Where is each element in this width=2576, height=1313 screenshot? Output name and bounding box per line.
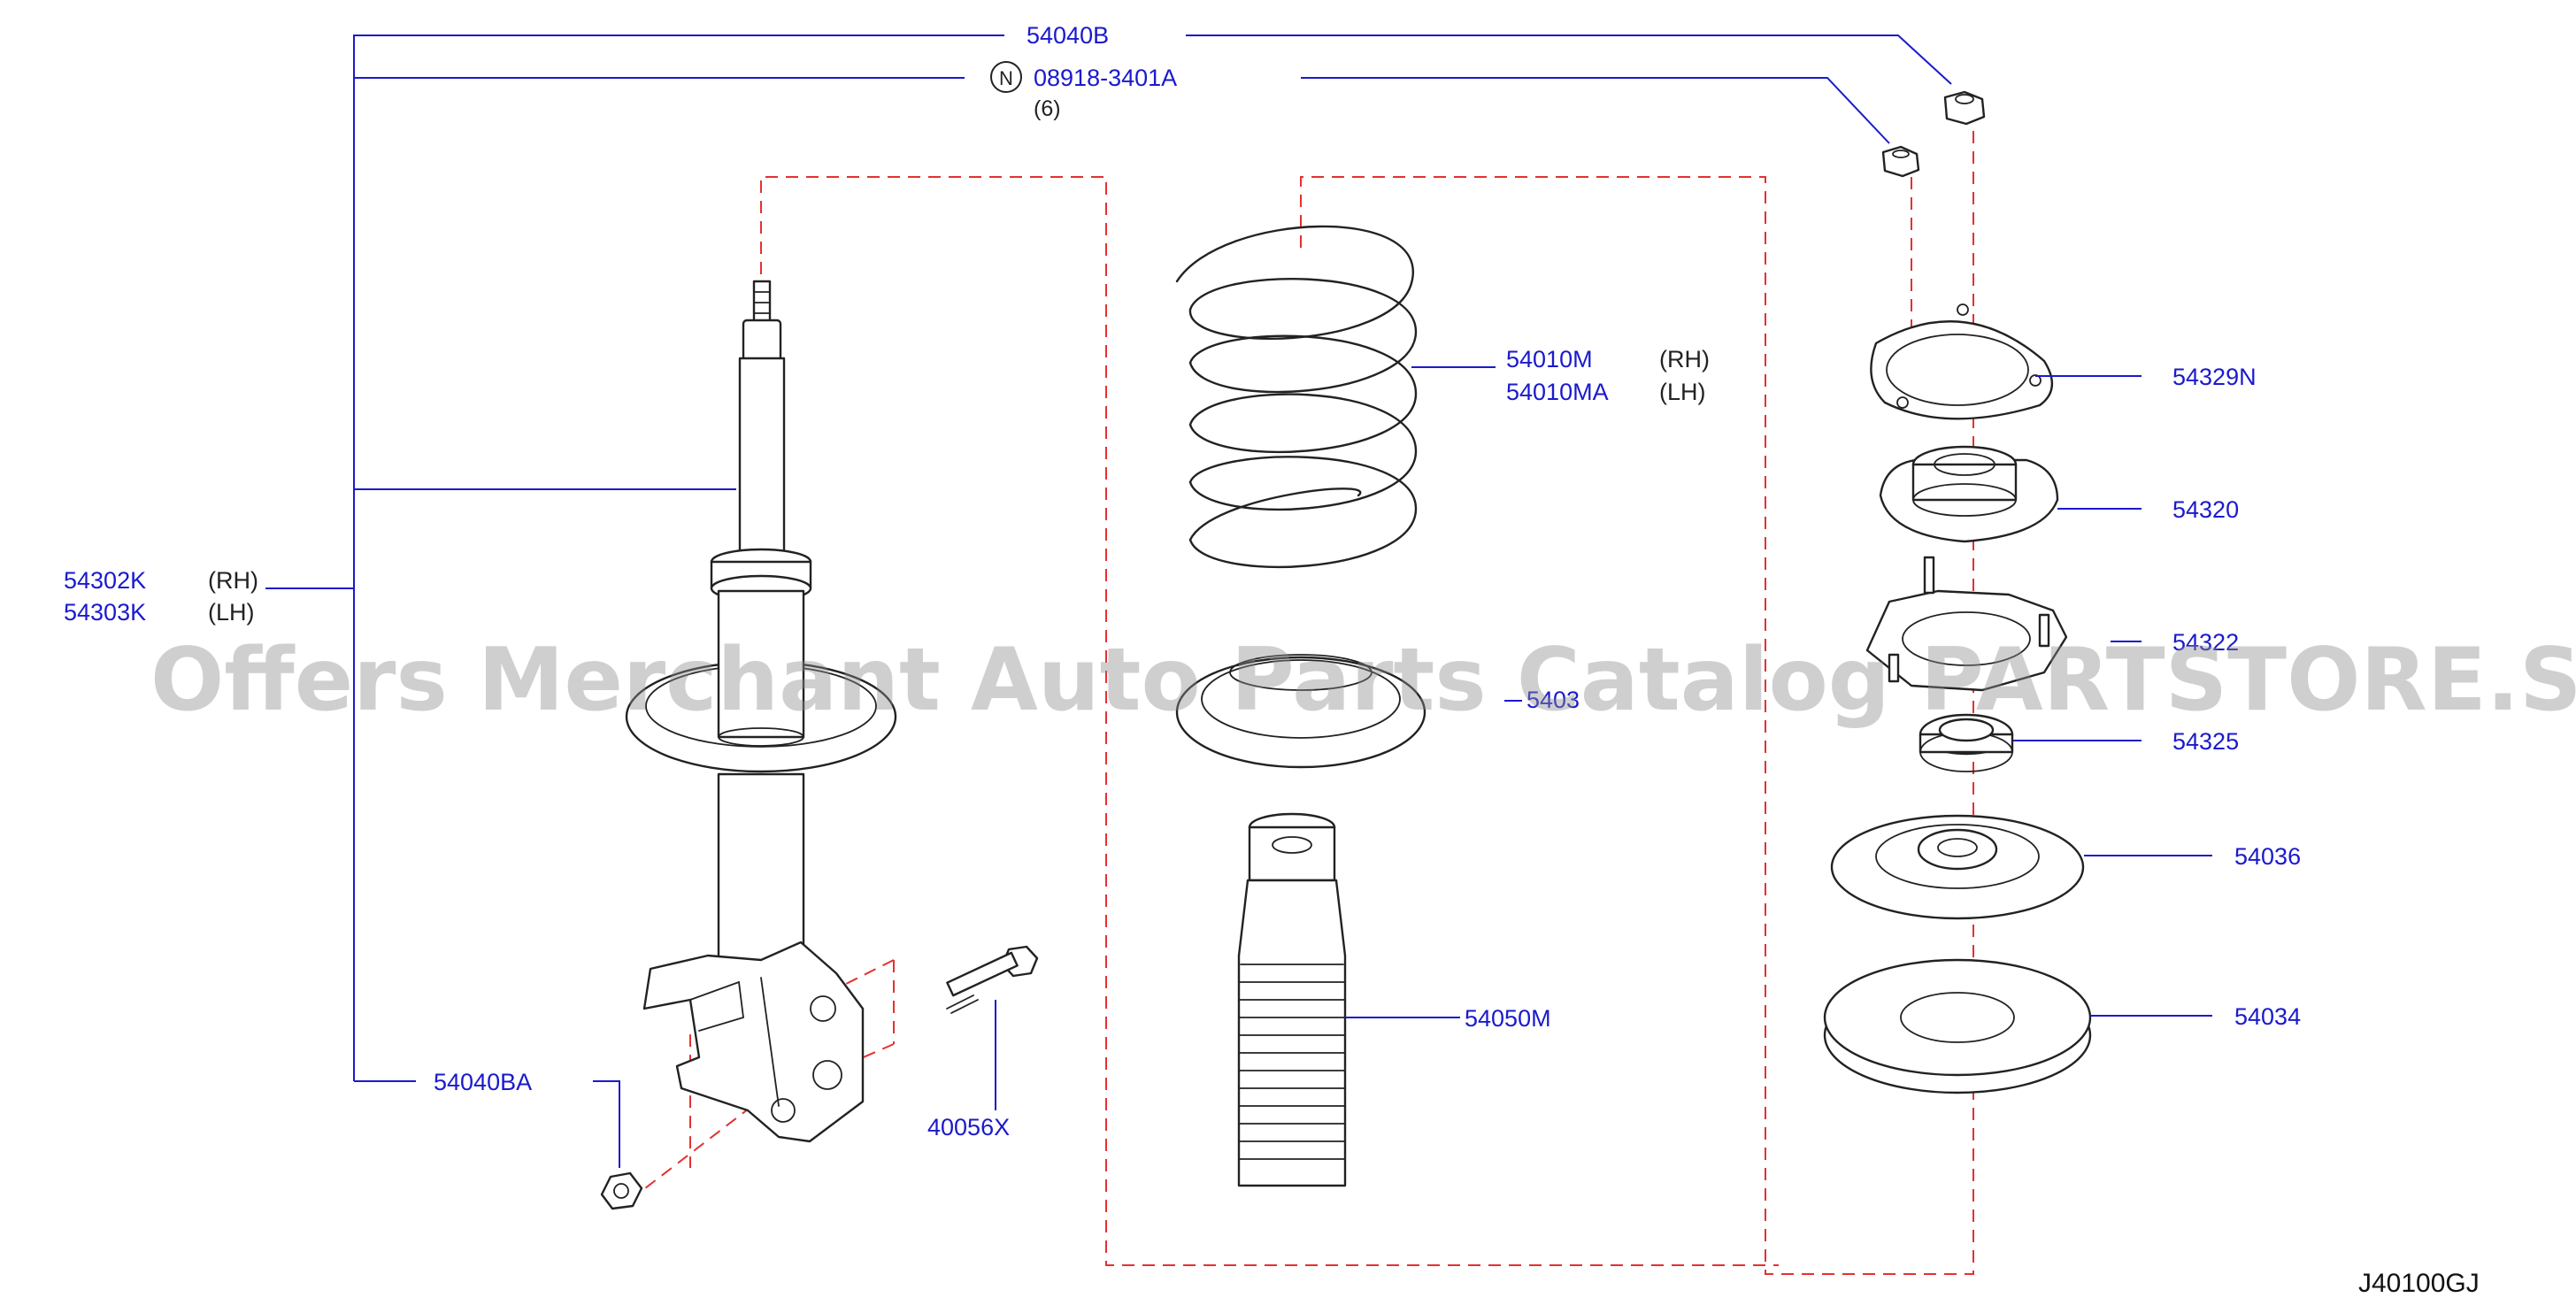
- label-54320[interactable]: 54320: [2172, 496, 2239, 523]
- bump-boot-drawing[interactable]: [1237, 812, 1347, 1187]
- label-54010m[interactable]: 54010M: [1506, 346, 1593, 372]
- label-54325[interactable]: 54325: [2172, 728, 2239, 755]
- nut-54040ba-drawing[interactable]: [600, 1171, 643, 1210]
- leader-lines: [265, 35, 2212, 1168]
- strut-mount-54322-drawing[interactable]: [1865, 556, 2068, 692]
- upper-plate-54329n-drawing[interactable]: [1870, 303, 2053, 420]
- coil-spring-drawing[interactable]: [1175, 225, 1418, 569]
- n-symbol: N: [999, 67, 1013, 89]
- n-circle-icon: [990, 61, 1022, 93]
- bearing-54325-drawing[interactable]: [1919, 713, 2014, 772]
- strut-assembly-drawing[interactable]: [625, 280, 897, 1143]
- bolt-40056x-drawing[interactable]: [946, 945, 1039, 1014]
- label-54302k[interactable]: 54302K: [64, 567, 146, 594]
- rh-label-strut: (RH): [208, 567, 258, 594]
- part-labels: 54040B N 08918-3401A (6) 54302K (RH) 543…: [64, 22, 2301, 1140]
- top-nut-54040b-drawing[interactable]: [1943, 90, 1986, 126]
- lh-label-spring: (LH): [1659, 379, 1706, 405]
- qty-label: (6): [1034, 96, 1061, 121]
- label-54040b[interactable]: 54040B: [1027, 22, 1109, 49]
- label-54329n[interactable]: 54329N: [2172, 364, 2257, 390]
- rh-label-spring: (RH): [1659, 346, 1710, 372]
- label-54322[interactable]: 54322: [2172, 629, 2239, 656]
- label-54303k[interactable]: 54303K: [64, 599, 146, 626]
- spring-seat-drawing[interactable]: [1175, 654, 1426, 769]
- label-54034[interactable]: 54034: [2234, 1003, 2301, 1030]
- nut-08918-drawing[interactable]: [1881, 145, 1920, 178]
- label-5403x[interactable]: 5403: [1526, 687, 1580, 713]
- lh-label-strut: (LH): [208, 599, 255, 626]
- label-54010ma[interactable]: 54010MA: [1506, 379, 1609, 405]
- label-08918-3401a[interactable]: 08918-3401A: [1034, 65, 1177, 91]
- mount-insulator-54320-drawing[interactable]: [1879, 445, 2059, 543]
- watermark-text: Offers Merchant Auto Parts Catalog PARTS…: [150, 630, 2576, 731]
- label-54040ba[interactable]: 54040BA: [434, 1069, 532, 1095]
- label-54050m[interactable]: 54050M: [1465, 1005, 1551, 1032]
- diagram-code: J40100GJ: [2358, 1269, 2480, 1298]
- label-40056x[interactable]: 40056X: [927, 1114, 1010, 1140]
- upper-seat-54036-drawing[interactable]: [1830, 814, 2085, 920]
- label-54036[interactable]: 54036: [2234, 843, 2301, 870]
- rubber-seat-54034-drawing[interactable]: [1823, 958, 2092, 1094]
